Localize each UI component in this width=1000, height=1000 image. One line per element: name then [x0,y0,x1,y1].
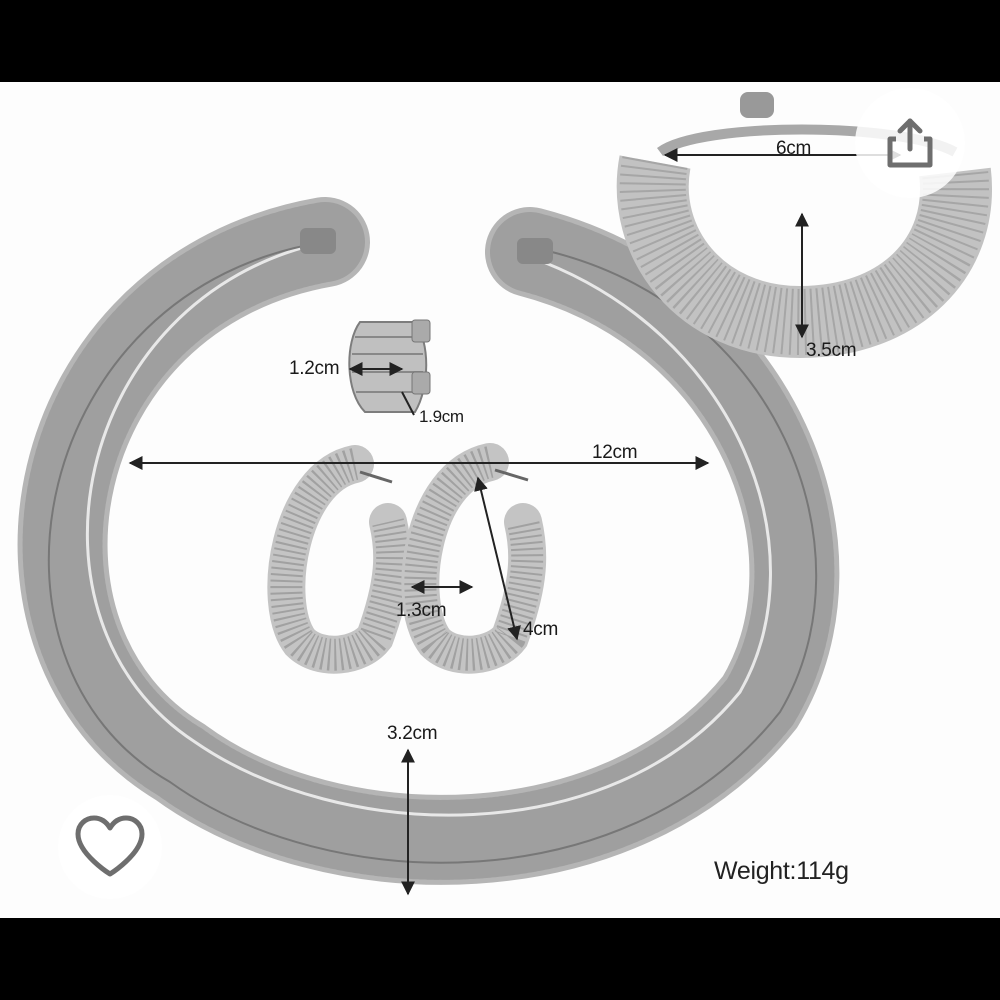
necklace-band-label: 3.2cm [387,723,438,744]
jewelry-set-illustration [17,92,992,896]
letterbox-top [0,0,1000,82]
ring [348,319,431,413]
necklace-width-label: 12cm [592,442,638,463]
earring-right [401,443,547,674]
earring-width-label: 1.3cm [396,600,447,621]
ring-height-label: 1.9cm [419,407,464,426]
product-image: 6cm 3.5cm 1.2cm 1.9cm 12cm 1.3cm 4cm 3.2… [0,82,1000,918]
heart-icon [75,815,145,877]
earring-left [267,445,412,674]
ring-width-label: 1.2cm [289,358,340,379]
earring-height-label: 4cm [523,619,558,640]
dimension-lines [128,148,902,896]
weight-label: Weight:114g [714,857,849,885]
bracelet-width-label: 6cm [776,138,811,159]
share-button[interactable] [855,88,965,198]
share-icon [887,118,933,168]
necklace [17,197,840,885]
letterbox-bottom [0,918,1000,1000]
favorite-button[interactable] [58,795,162,899]
bracelet-height-label: 3.5cm [806,340,857,361]
